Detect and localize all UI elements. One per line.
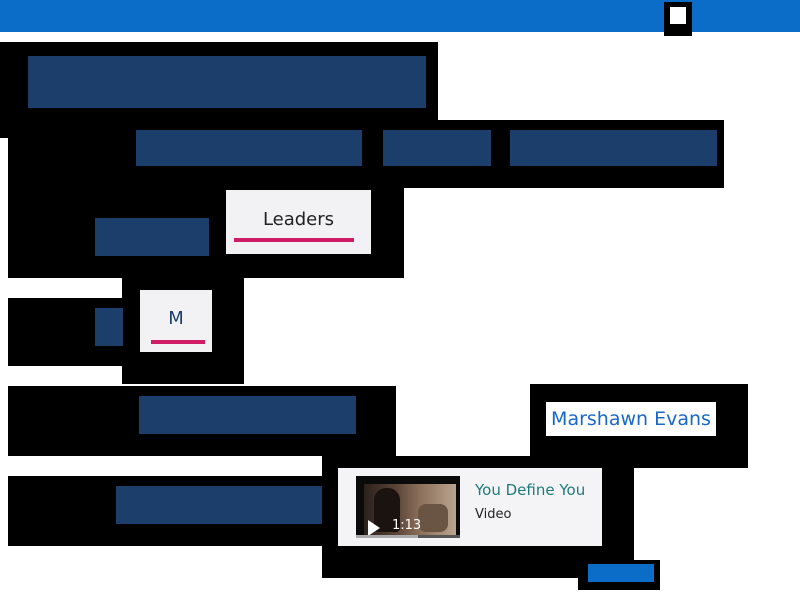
menu-button[interactable] [664,2,692,36]
tab-active-underline [234,238,354,242]
video-card[interactable]: 1:13 You Define You Video [338,468,602,546]
hero-block [28,56,426,108]
video-progress-fill [356,535,419,538]
tab-m-label: M [168,308,184,329]
tab-leaders[interactable]: Leaders [226,190,371,254]
bottom-accent-bar [588,564,654,582]
section-block [95,218,209,256]
tab-m[interactable]: M [140,290,212,352]
nav-block-1[interactable] [136,130,362,166]
video-thumbnail[interactable]: 1:13 [356,476,460,538]
video-title[interactable]: You Define You [475,481,586,499]
section-block-small [95,308,123,346]
video-progress-bar [356,535,460,538]
video-duration: 1:13 [392,518,422,533]
nav-block-3[interactable] [510,130,717,166]
tab-leaders-label: Leaders [262,209,335,230]
video-type: Video [475,507,512,522]
person-name-link[interactable]: Marshawn Evans [546,402,716,436]
play-icon[interactable] [368,520,380,536]
nav-block-2[interactable] [383,130,491,166]
person-silhouette [418,504,448,532]
heading-block-2 [116,486,322,524]
tab-active-underline [151,340,205,344]
square-icon [670,7,686,24]
heading-block [139,396,356,434]
